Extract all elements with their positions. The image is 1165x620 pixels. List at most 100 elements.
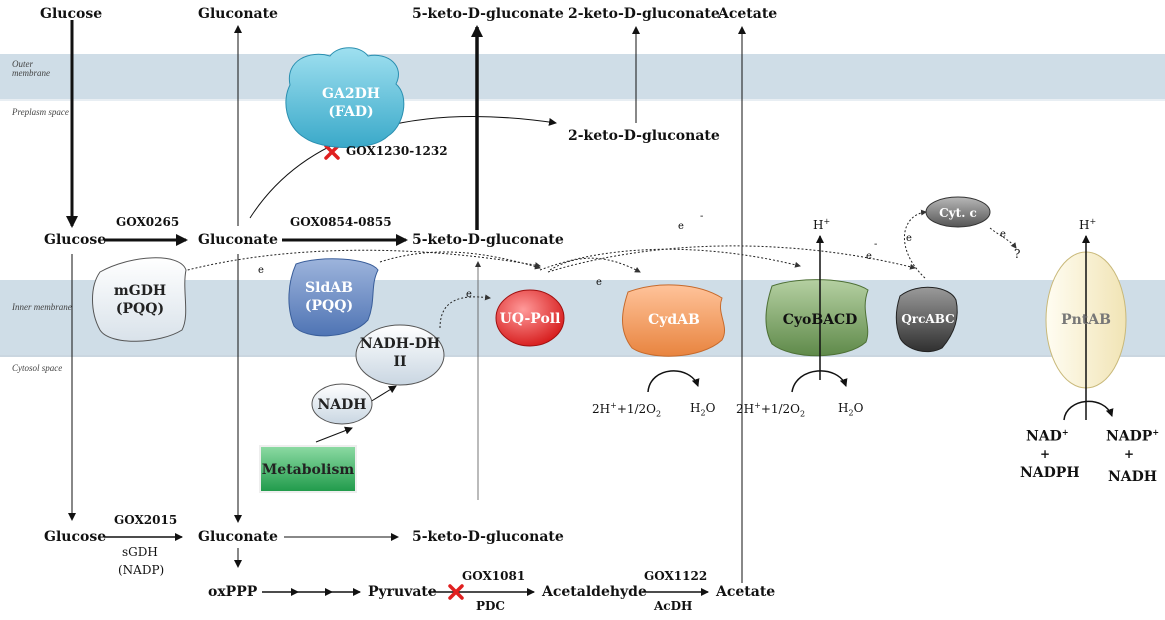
proton-charge: + — [754, 401, 761, 410]
bottom-nadp: (NADP) — [118, 563, 165, 577]
bottom-sgdh: sGDH — [122, 545, 158, 559]
mid-5kg-label: 5-keto-D-gluconate — [412, 232, 564, 248]
mgdh-name: mGDH — [113, 283, 167, 299]
water-h: H — [838, 401, 849, 415]
metabolism-box — [259, 445, 357, 493]
nadh-label: NADH — [317, 397, 367, 413]
reactant-o2: +1/2O — [760, 402, 801, 416]
h2o-cyd: H2O — [690, 402, 715, 417]
top-acetate-label: Acetate — [718, 6, 778, 22]
electron-label: e — [466, 289, 472, 300]
bottom-gene-gox2015: GOX2015 — [114, 513, 178, 527]
gene-knockout-cross — [448, 584, 464, 600]
nadp-text: NADP — [1106, 428, 1153, 445]
acetaldehyde-label: Acetaldehyde — [542, 584, 647, 600]
proton-h: H — [1079, 218, 1090, 232]
cyt-c-label: Cyt. c — [939, 206, 977, 220]
mgdh-cofactor: (PQQ) — [115, 300, 165, 317]
h2o-cyo: H2O — [838, 402, 863, 417]
nadh-blob — [311, 383, 373, 425]
proton-h: H — [813, 218, 824, 232]
zone-cytosol: Cytosol space — [12, 363, 63, 373]
mgdh-label: mGDH (PQQ) — [104, 283, 176, 318]
electron-label: e — [258, 265, 264, 276]
electron-charge: - — [874, 239, 878, 250]
ga2dh-name: GA2DH — [322, 86, 380, 102]
outer-membrane — [0, 54, 1165, 100]
sldab-protein — [288, 258, 379, 337]
proton-charge: + — [823, 217, 831, 226]
o2-reduction-cyo: 2H++1/2O2 — [736, 402, 805, 418]
pntab-label: PntAB — [1061, 312, 1111, 328]
sldab-label: SldAB (PQQ) — [296, 280, 362, 315]
mgdh-protein — [92, 257, 187, 342]
o2-reduction-cyd: 2H++1/2O2 — [592, 402, 661, 418]
unknown-acceptor-label: ? — [1014, 247, 1021, 261]
zone-inner-membrane: Inner membrane — [12, 302, 72, 312]
proton-charge: + — [1089, 217, 1097, 226]
o2-subscript: 2 — [656, 409, 662, 419]
acdh-label: AcDH — [654, 599, 693, 613]
reactant-2h: 2H — [592, 402, 611, 416]
inner-membrane — [0, 280, 1165, 355]
cyt-c — [925, 196, 991, 228]
water-o: O — [705, 401, 716, 415]
proton-charge: + — [610, 401, 617, 410]
pnt-nadph: NADPH — [1020, 465, 1080, 481]
sldab-cofactor: (PQQ) — [304, 297, 354, 314]
qrcabc-protein — [895, 286, 958, 353]
nadh-dh-roman: II — [393, 353, 407, 370]
mid-gluconate-label: Gluconate — [198, 232, 278, 248]
water-o: O — [853, 401, 864, 415]
reactant-o2: +1/2O — [616, 402, 657, 416]
ga2dh-protein — [285, 47, 405, 148]
metabolism-label: Metabolism — [261, 462, 355, 478]
electron-label: e — [906, 233, 912, 244]
uq-pool-label: UQ-Poll — [499, 311, 561, 327]
water-h: H — [690, 401, 701, 415]
sldab-name: SldAB — [305, 280, 353, 296]
oxppp-label: oxPPP — [208, 584, 258, 600]
mid-gene-gox0265: GOX0265 — [116, 215, 180, 229]
top-5kg-label: 5-keto-D-gluconate — [412, 6, 564, 22]
top-gluconate-label: Gluconate — [198, 6, 278, 22]
pnt-nadp: NADP+ — [1106, 428, 1159, 444]
mid-glucose-label: Glucose — [44, 232, 107, 248]
water-subscript: 2 — [848, 408, 854, 418]
bottom-glucose-label: Glucose — [44, 529, 107, 545]
uq-pool — [495, 289, 565, 347]
periplasm-2kg-label: 2-keto-D-gluconate — [568, 128, 720, 144]
cydab-protein — [622, 284, 726, 357]
nadh-dh-label: NADH-DH II — [356, 336, 444, 371]
cyobacd-label: CyoBACD — [782, 312, 858, 328]
pnt-nad: NAD+ — [1026, 428, 1069, 444]
water-subscript: 2 — [700, 408, 706, 418]
o2-subscript: 2 — [800, 409, 806, 419]
electron-label: e — [866, 251, 872, 262]
bottom-gluconate-label: Gluconate — [198, 529, 278, 545]
zone-periplasm: Preplasm space — [12, 107, 69, 117]
proton-cyo-label: H+ — [813, 217, 831, 232]
gox1122-label: GOX1122 — [644, 569, 708, 583]
proton-pnt-label: H+ — [1079, 217, 1097, 232]
pdc-label: PDC — [476, 599, 505, 613]
gox1081-label: GOX1081 — [462, 569, 526, 583]
top-glucose-label: Glucose — [40, 6, 103, 22]
ga2dh-label: GA2DH (FAD) — [306, 86, 396, 121]
bottom-acetate-label: Acetate — [716, 584, 776, 600]
nad-charge: + — [1061, 427, 1069, 437]
ga2dh-cofactor: (FAD) — [328, 103, 374, 120]
zone-outer-membrane: Outer membrane — [12, 59, 50, 79]
pnt-nadh: NADH — [1108, 469, 1158, 485]
bottom-5kg-label: 5-keto-D-gluconate — [412, 529, 564, 545]
electron-label: e — [1000, 229, 1006, 240]
qrcabc-label: QrcABC — [901, 312, 955, 326]
reactant-2h: 2H — [736, 402, 755, 416]
electron-label: e — [678, 221, 684, 232]
cyobacd-protein — [765, 279, 869, 357]
gene-knockout-cross — [324, 144, 340, 160]
pnt-plus-2: + — [1124, 447, 1135, 461]
ga2dh-gene-label: GOX1230-1232 — [346, 144, 448, 158]
